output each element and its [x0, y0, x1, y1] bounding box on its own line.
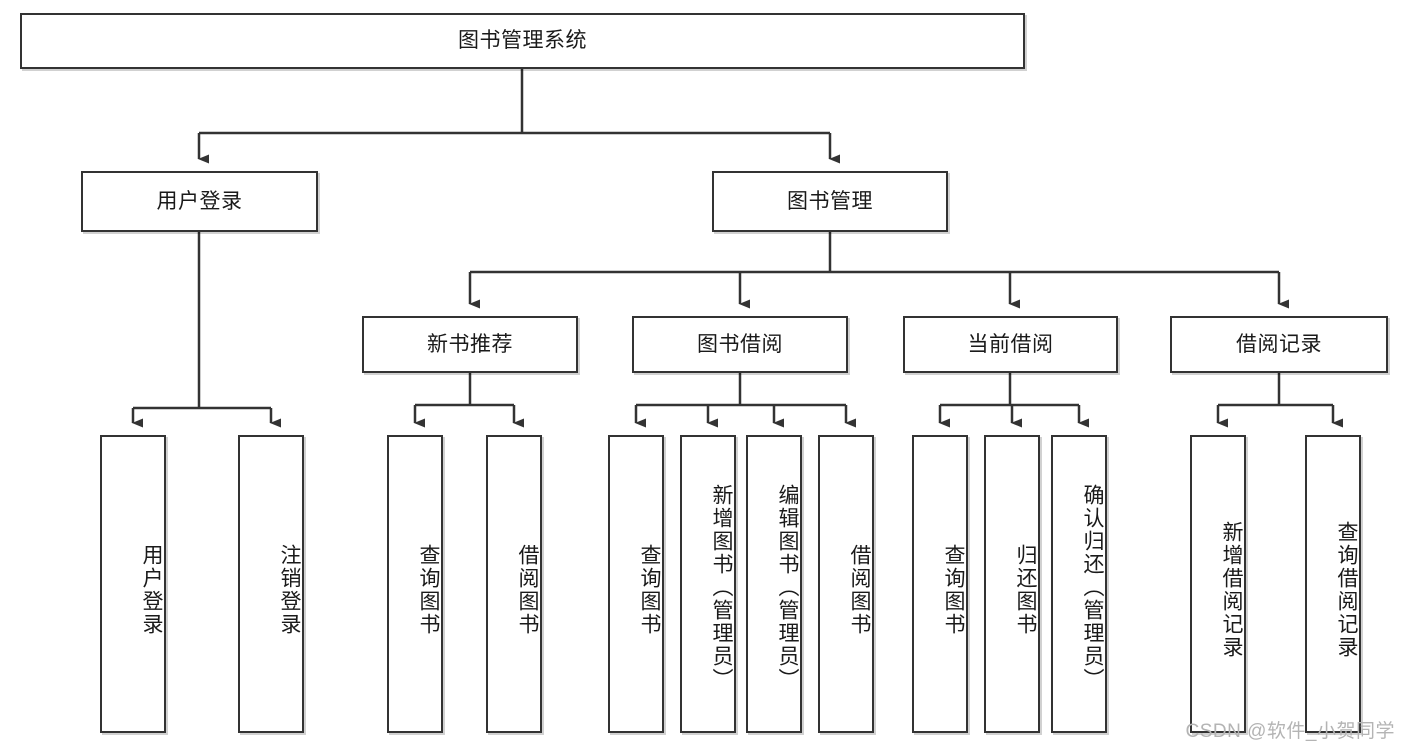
node-current-borrow[interactable]: 当前借阅	[903, 316, 1118, 373]
leaf-node-query-book-newbook[interactable]: 查询图书	[387, 435, 443, 733]
node-label: 图书管理系统	[458, 29, 587, 53]
leaf-node-query-book-borrow[interactable]: 查询图书	[608, 435, 664, 733]
csdn-watermark: CSDN @软件_小贺同学	[1185, 721, 1395, 742]
node-book-borrow[interactable]: 图书借阅	[632, 316, 848, 373]
leaf-node-logout[interactable]: 注销登录	[238, 435, 304, 733]
node-label: 查询图书	[942, 544, 965, 636]
node-label: 查询借阅记录	[1335, 521, 1358, 659]
node-label: 图书借阅	[697, 332, 783, 356]
leaf-node-query-book-current[interactable]: 查询图书	[912, 435, 968, 733]
node-borrow-records[interactable]: 借阅记录	[1170, 316, 1388, 373]
node-label: 归还图书	[1014, 544, 1037, 636]
node-label: 新书推荐	[427, 332, 513, 356]
node-label: 编辑图书（管理员）	[776, 483, 799, 691]
leaf-node-borrow-book-newbook[interactable]: 借阅图书	[486, 435, 542, 733]
node-new-book-recommend[interactable]: 新书推荐	[362, 316, 578, 373]
leaf-node-borrow-book[interactable]: 借阅图书	[818, 435, 874, 733]
node-root-system[interactable]: 图书管理系统	[20, 13, 1025, 69]
node-label: 用户登录	[140, 544, 163, 636]
node-book-management[interactable]: 图书管理	[712, 171, 948, 232]
node-label: 查询图书	[638, 544, 661, 636]
leaf-node-confirm-return-admin[interactable]: 确认归还（管理员）	[1051, 435, 1107, 733]
leaf-node-add-borrow-record[interactable]: 新增借阅记录	[1190, 435, 1246, 733]
leaf-node-query-borrow-record[interactable]: 查询借阅记录	[1305, 435, 1361, 733]
node-label: 确认归还（管理员）	[1081, 483, 1104, 691]
node-label: 图书管理	[787, 189, 873, 213]
node-label: 用户登录	[156, 189, 243, 213]
node-label: 查询图书	[417, 544, 440, 636]
leaf-node-return-book[interactable]: 归还图书	[984, 435, 1040, 733]
node-label: 新增图书（管理员）	[710, 483, 733, 691]
node-label: 借阅图书	[516, 544, 539, 636]
node-label: 注销登录	[278, 544, 301, 636]
leaf-node-edit-book-admin[interactable]: 编辑图书（管理员）	[746, 435, 802, 733]
node-user-login[interactable]: 用户登录	[81, 171, 318, 232]
node-label: 借阅图书	[848, 544, 871, 636]
node-label: 新增借阅记录	[1220, 521, 1243, 659]
leaf-node-add-book-admin[interactable]: 新增图书（管理员）	[680, 435, 736, 733]
node-label: 当前借阅	[967, 332, 1054, 356]
node-label: 借阅记录	[1236, 332, 1322, 356]
leaf-node-user-login[interactable]: 用户登录	[100, 435, 166, 733]
